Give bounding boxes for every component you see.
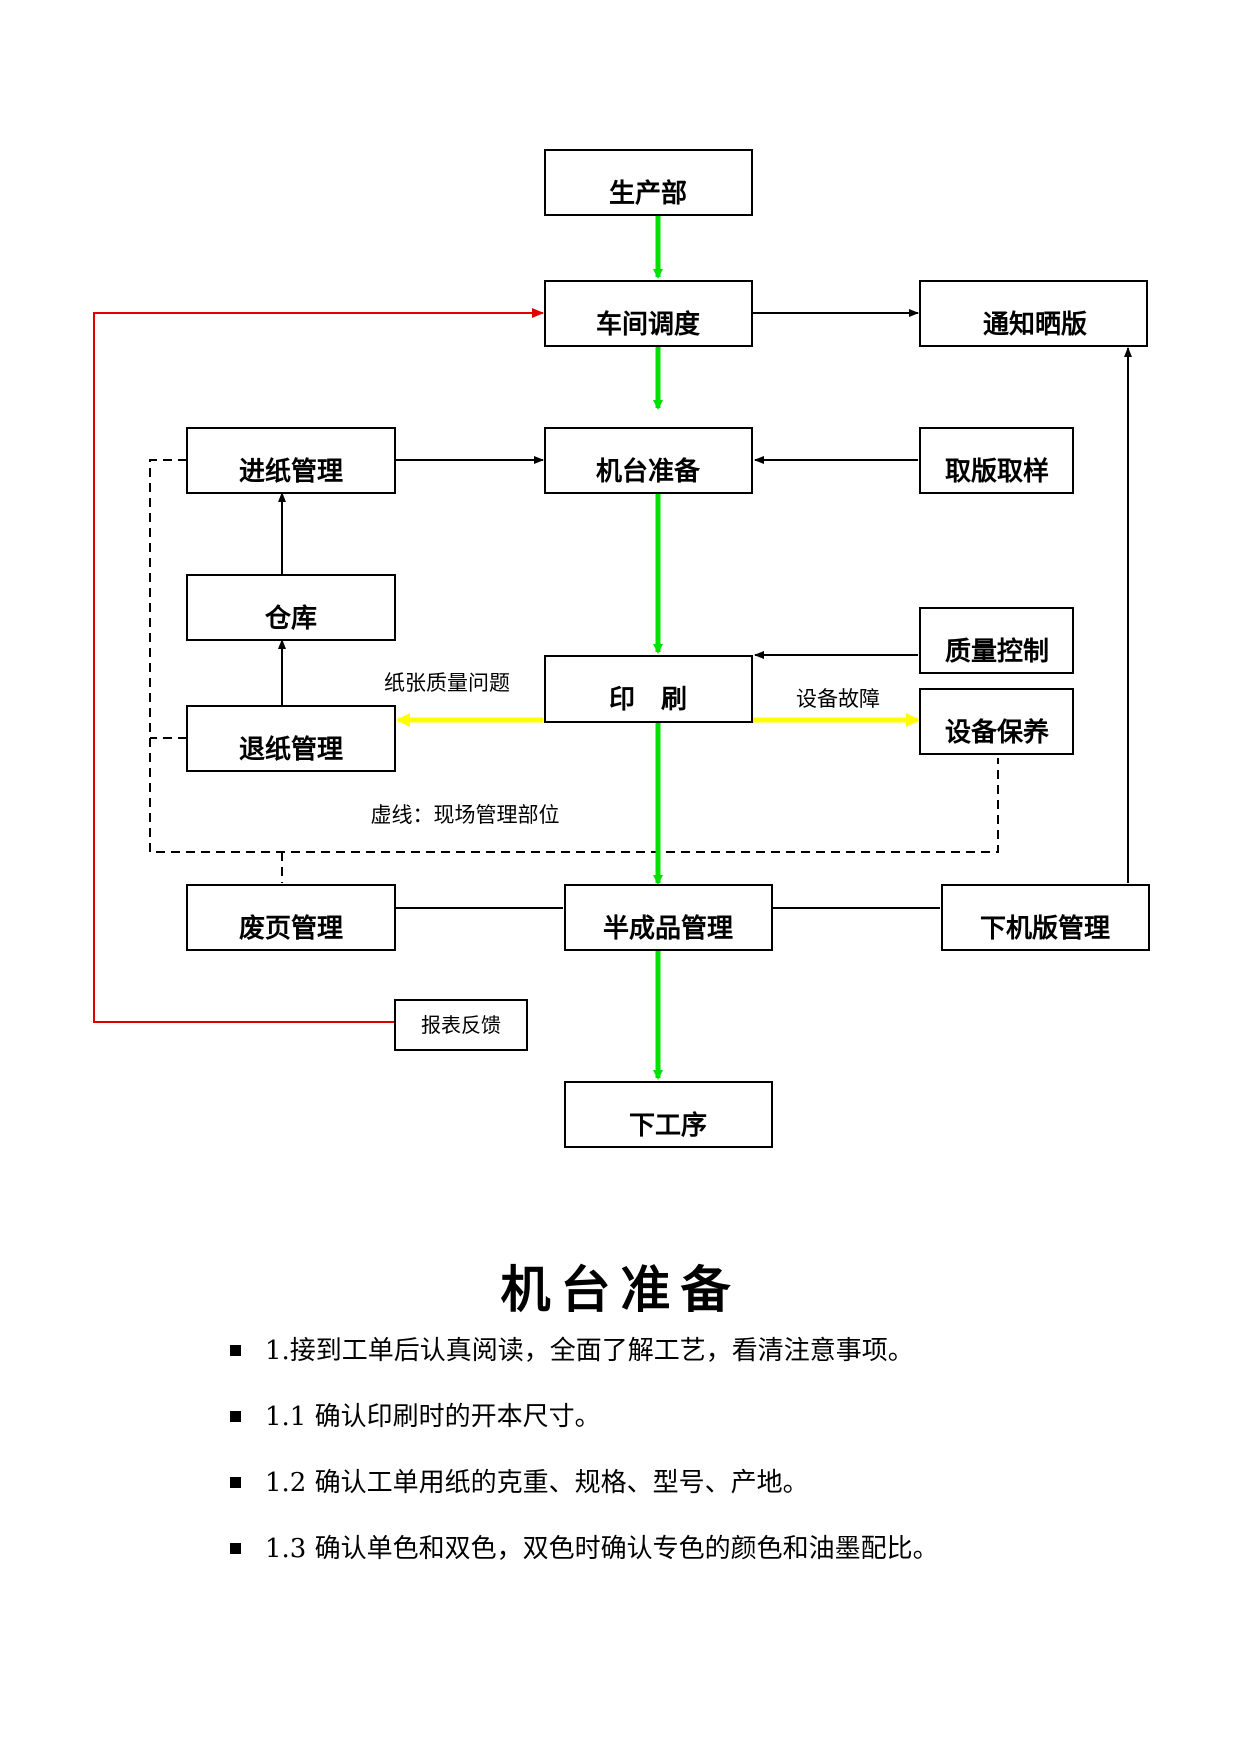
list-item: 1.3 确认单色和双色，双色时确认专色的颜色和油墨配比。 [230, 1533, 939, 1599]
list-item-text: 1.接到工单后认真阅读，全面了解工艺，看清注意事项。 [265, 1336, 914, 1366]
node-equipment-maintenance: 设备保养 [945, 717, 1049, 748]
section-title: 机台准备 [500, 1260, 741, 1319]
node-warehouse: 仓库 [264, 603, 317, 634]
black-arrows [278, 309, 1132, 909]
box-equipment-maintenance [919, 688, 1074, 755]
label-mask [358, 665, 538, 705]
label-dashed-line-note: 虚线：现场管理部位 [371, 803, 560, 827]
list-item-text: 1.3 确认单色和双色，双色时确认专色的颜色和油墨配比。 [265, 1534, 939, 1564]
node-workshop-scheduling: 车间调度 [596, 309, 700, 340]
bullet-icon [230, 1411, 241, 1422]
node-semi-finished-mgmt: 半成品管理 [603, 914, 733, 944]
node-plate-off-mgmt: 下机版管理 [980, 914, 1110, 944]
box-production-dept [544, 149, 753, 216]
label-equipment-failure: 设备故障 [796, 687, 880, 711]
bullet-icon [230, 1477, 241, 1488]
box-warehouse [186, 574, 396, 641]
list-item: 1.接到工单后认真阅读，全面了解工艺，看清注意事项。 [230, 1335, 939, 1401]
box-waste-sheet-mgmt [186, 884, 396, 951]
list-item-text: 1.1 确认印刷时的开本尺寸。 [265, 1402, 601, 1432]
box-plate-off-mgmt [941, 884, 1150, 951]
node-report-feedback: 报表反馈 [421, 1013, 501, 1037]
box-quality-control [919, 607, 1074, 674]
box-next-process [564, 1081, 773, 1148]
node-quality-control: 质量控制 [945, 637, 1049, 667]
prep-steps-list: 1.接到工单后认真阅读，全面了解工艺，看清注意事项。 1.1 确认印刷时的开本尺… [230, 1335, 939, 1599]
list-item: 1.1 确认印刷时的开本尺寸。 [230, 1401, 939, 1467]
list-item-text: 1.2 确认工单用纸的克重、规格、型号、产地。 [265, 1468, 809, 1498]
node-next-process: 下工序 [629, 1110, 707, 1141]
bullet-icon [230, 1543, 241, 1554]
label-paper-quality-issue: 纸张质量问题 [384, 671, 510, 695]
box-notify-plate-exposure [919, 280, 1148, 347]
node-printing: 印 刷 [609, 685, 687, 715]
node-boxes [186, 149, 1150, 1148]
box-workshop-scheduling [544, 280, 753, 347]
bullet-icon [230, 1345, 241, 1356]
box-paper-return-mgmt [186, 705, 396, 772]
box-fetch-plate-sample [919, 427, 1074, 494]
node-waste-sheet-mgmt: 废页管理 [239, 913, 343, 944]
node-production-dept: 生产部 [609, 179, 687, 209]
node-paper-return-mgmt: 退纸管理 [239, 734, 343, 765]
node-paper-feed-mgmt: 进纸管理 [239, 456, 343, 487]
node-machine-prep: 机台准备 [596, 456, 701, 487]
box-semi-finished-mgmt [564, 884, 773, 951]
dashed-management-lines [149, 459, 999, 883]
flowchart: 生产部 车间调度 通知晒版 进纸管理 机台准备 取版取样 仓库 质量控制 印 刷… [93, 149, 1150, 1148]
box-paper-feed-mgmt [186, 427, 396, 494]
box-report-feedback [394, 999, 528, 1051]
box-printing [544, 655, 753, 723]
node-notify-plate-exposure: 通知晒版 [983, 310, 1087, 340]
feedback-line [93, 308, 544, 1023]
list-item: 1.2 确认工单用纸的克重、规格、型号、产地。 [230, 1467, 939, 1533]
box-machine-prep [544, 427, 753, 494]
node-fetch-plate-sample: 取版取样 [945, 456, 1049, 487]
